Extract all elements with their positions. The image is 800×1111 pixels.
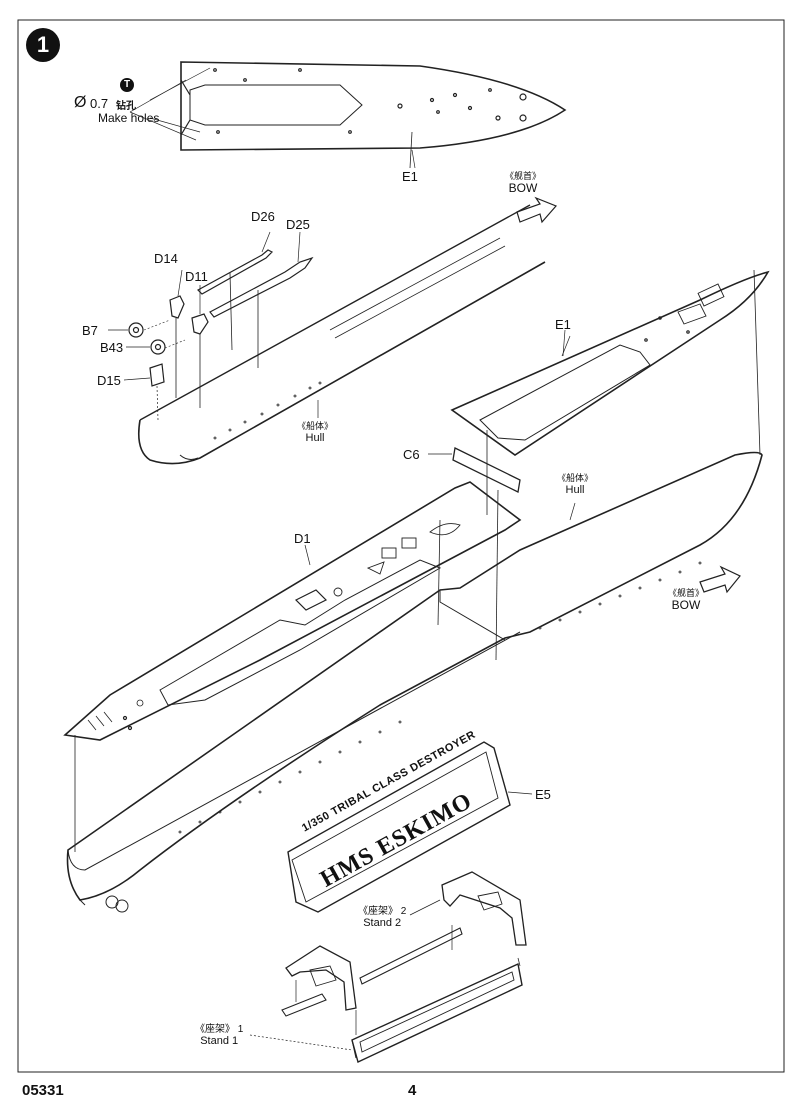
part-b7	[108, 319, 171, 338]
diameter-symbol: Ø	[74, 94, 87, 111]
rod-part-d25	[209, 231, 314, 368]
stand2-cn: 《座架》 2	[358, 906, 407, 917]
hull-left-en: Hull	[305, 431, 325, 444]
part-c6	[428, 447, 521, 493]
bow-upper-en: BOW	[508, 180, 538, 195]
drill-note: T Ø 0.7 钻孔 Make holes	[70, 78, 180, 128]
hull-label-right: 《船体》 Hull	[557, 473, 594, 496]
label-e1-mid: E1	[555, 317, 571, 332]
hull-label-left: 《船体》 Hull	[297, 421, 334, 444]
drill-note-en: Make holes	[98, 111, 160, 125]
drill-diameter: 0.7	[90, 96, 109, 111]
product-code: 05331	[22, 1082, 64, 1099]
page-border	[17, 19, 785, 1073]
deck-part-e1-top	[180, 61, 567, 169]
step-number-badge: 1	[26, 28, 60, 62]
label-d11: D11	[185, 269, 208, 284]
hull-right-cn: 《船体》	[557, 473, 594, 483]
label-b43: B43	[100, 340, 124, 355]
hull-upper-side	[137, 204, 546, 465]
bow-arrow-lower	[699, 565, 741, 594]
bow-label-upper: 《舰首》 BOW	[505, 171, 542, 195]
nameplate-part-e5	[287, 741, 533, 913]
label-d25: D25	[286, 217, 310, 232]
drill-T-icon: T	[120, 78, 134, 92]
leader-lines	[304, 149, 576, 566]
bow-arrow-upper	[516, 196, 558, 224]
bow-upper-cn: 《舰首》	[505, 171, 542, 181]
part-b43	[126, 339, 186, 355]
bow-lower-cn: 《舰首》	[668, 588, 705, 598]
label-d15: D15	[97, 373, 121, 388]
stand1-cn: 《座架》 1	[195, 1024, 244, 1035]
label-d1: D1	[294, 531, 311, 546]
deck-part-d1	[63, 481, 522, 852]
drill-note-cn: 钻孔	[116, 101, 136, 112]
hull-left-cn: 《船体》	[297, 421, 334, 431]
bow-label-lower: 《舰首》 BOW	[668, 588, 705, 612]
stand2-label: 《座架》 2 Stand 2	[358, 906, 406, 929]
label-d26: D26	[251, 209, 275, 224]
hull-main	[66, 269, 763, 913]
label-e5: E5	[535, 787, 551, 802]
page-number: 4	[408, 1082, 417, 1099]
stand-2	[281, 871, 527, 1017]
part-d14	[169, 269, 185, 398]
part-d11	[191, 285, 209, 408]
rod-part-d26	[197, 231, 274, 351]
hull-right-en: Hull	[565, 483, 585, 496]
bow-lower-en: BOW	[671, 597, 701, 612]
part-d15	[123, 363, 165, 421]
label-b7: B7	[82, 323, 98, 338]
label-e1-top: E1	[402, 169, 418, 184]
drill-pointers	[129, 67, 211, 141]
nameplate-text: 1/350 TRIBAL CLASS DESTROYER HMS ESKIMO	[300, 729, 520, 893]
deck-part-e1-mid	[450, 270, 770, 515]
stand1-en: Stand 1	[200, 1035, 239, 1047]
label-d14: D14	[154, 251, 178, 266]
stand1-label: 《座架》 1 Stand 1	[195, 1024, 243, 1047]
stand-1	[249, 957, 523, 1063]
stand2-en: Stand 2	[363, 917, 402, 929]
label-c6: C6	[403, 447, 420, 462]
